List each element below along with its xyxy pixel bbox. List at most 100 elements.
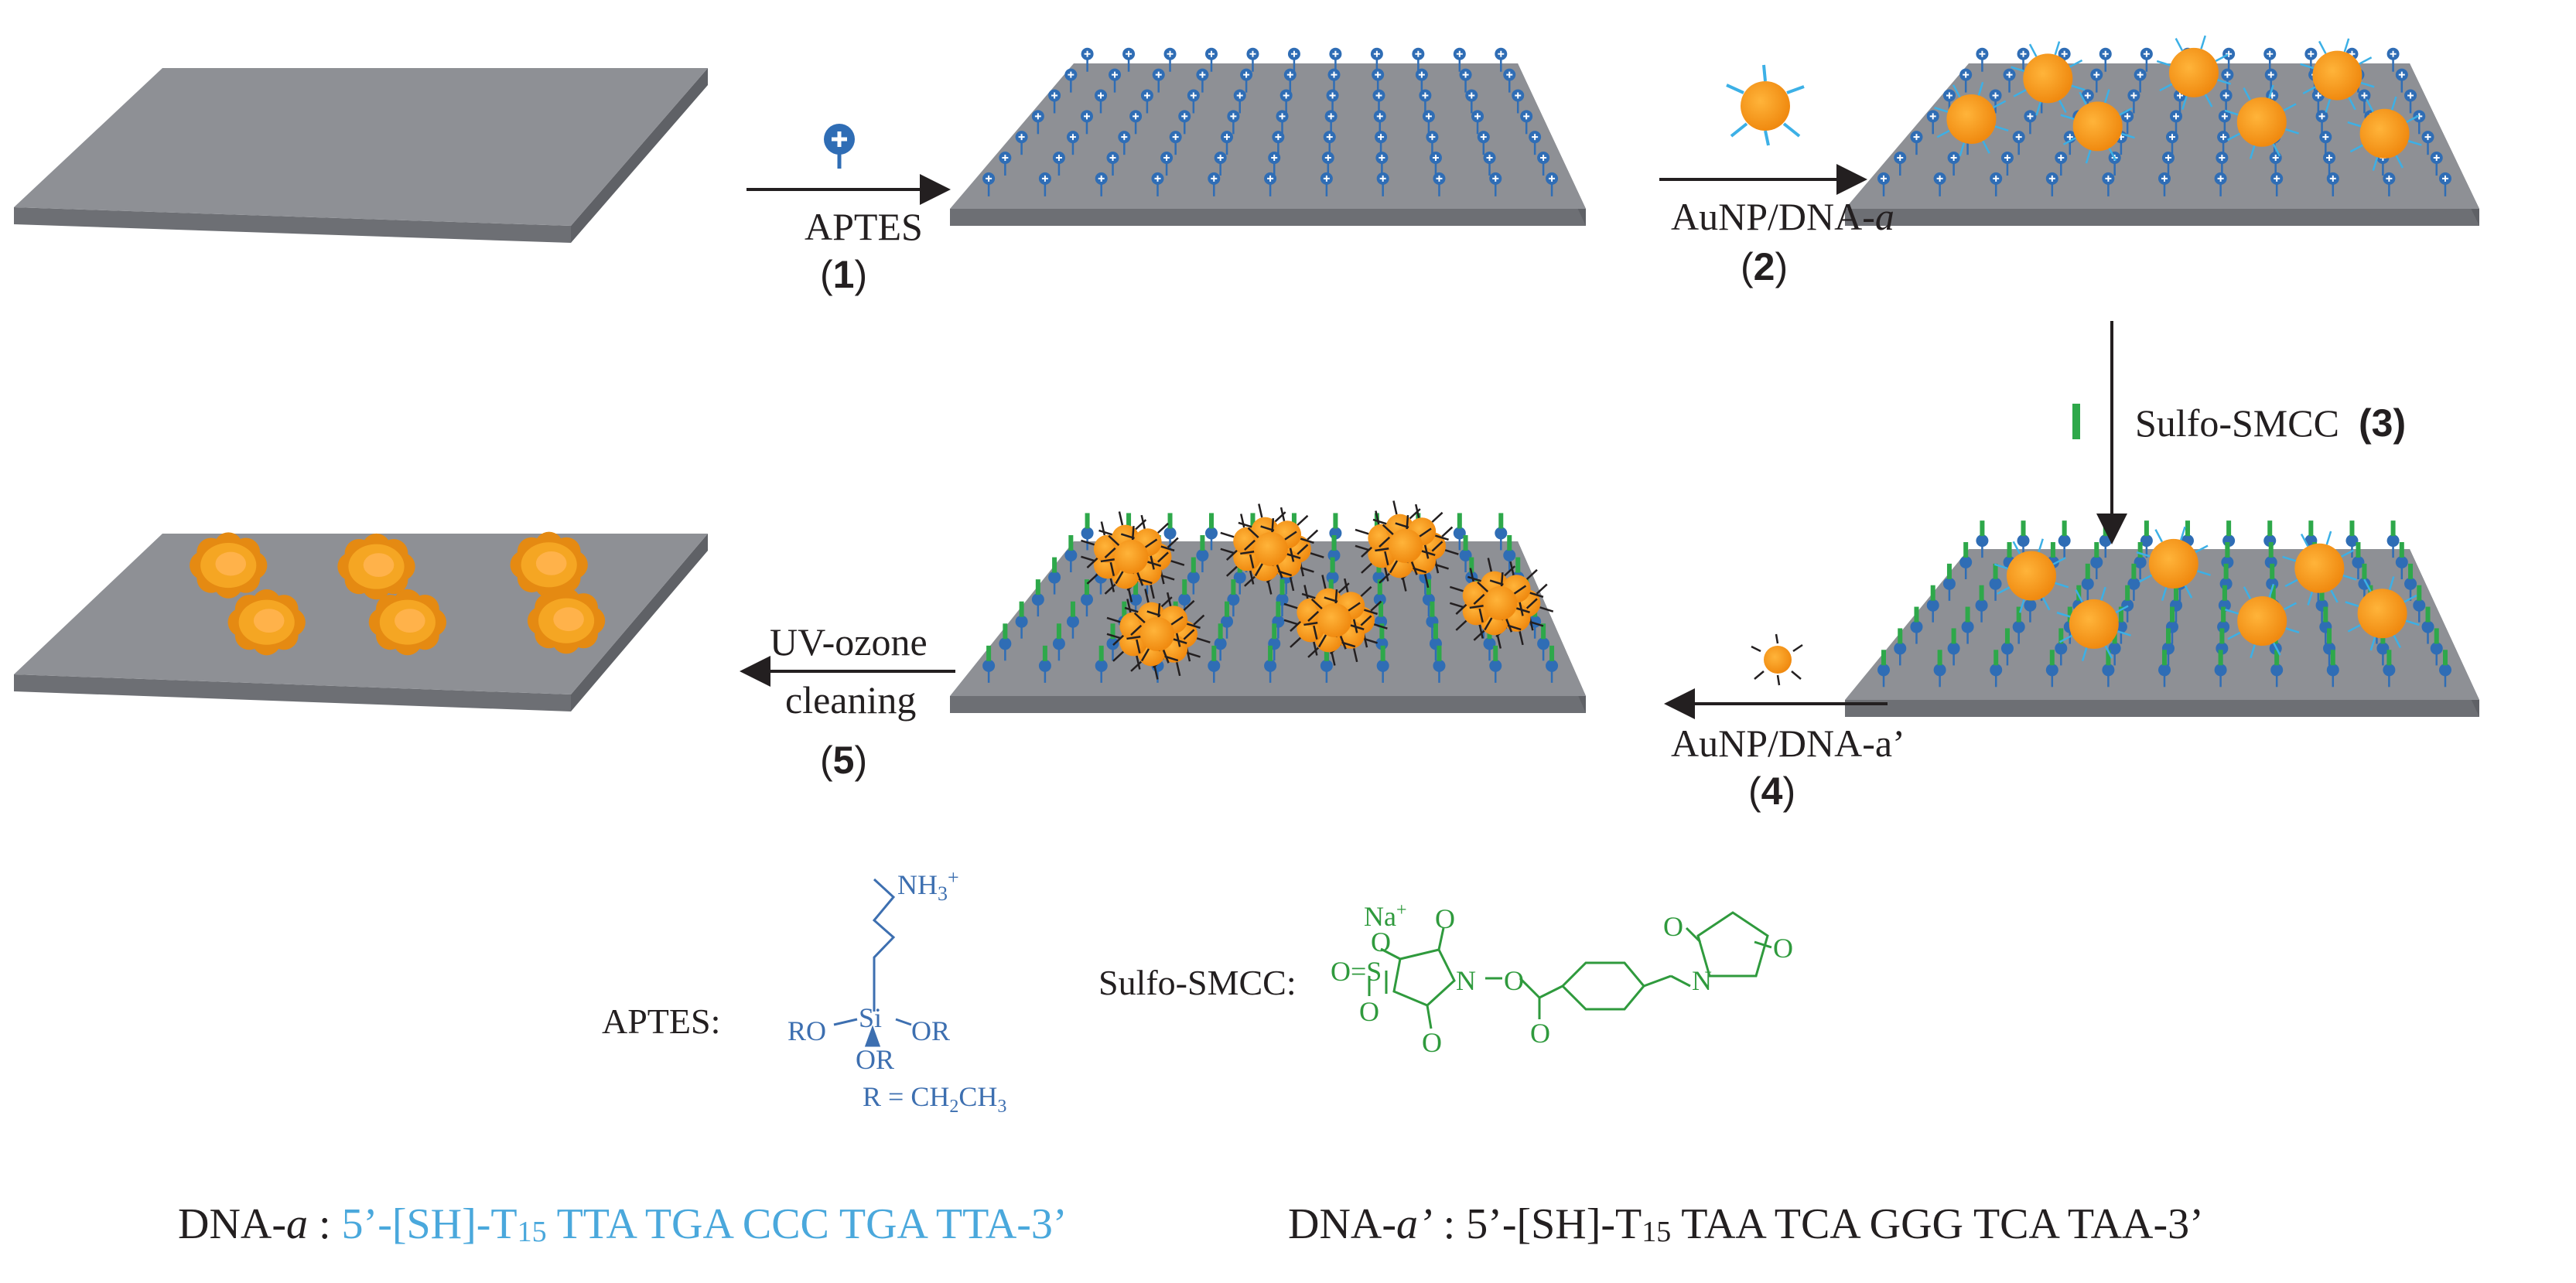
aptes-plus — [1112, 71, 1119, 78]
step-2-number: (2) — [1741, 245, 1789, 288]
dna-strand — [2180, 526, 2186, 541]
dna-strand — [1183, 629, 1195, 640]
dna-strand — [1108, 534, 1120, 546]
linker-head — [1106, 637, 1119, 650]
substrate-smcc-front — [1845, 700, 2479, 717]
aptes-plus — [2424, 134, 2431, 141]
dna-strand — [2120, 132, 2135, 139]
linker-head — [2024, 599, 2037, 612]
dna-strand — [1473, 630, 1485, 641]
linker-head — [1227, 593, 1240, 606]
linker-head — [2158, 664, 2171, 677]
dna-strand — [1187, 651, 1201, 658]
dna-strand — [1279, 507, 1286, 521]
smcc-tip — [2362, 563, 2367, 579]
aptes-plus — [1324, 155, 1331, 162]
dna-strand — [1469, 605, 1484, 609]
aptes-plus — [2407, 92, 2414, 99]
linker-head — [1163, 527, 1177, 540]
smcc-o-link: O — [1504, 965, 1524, 996]
aptes-plus — [1375, 92, 1382, 99]
dna-strand — [2341, 549, 2355, 558]
aptes-plus — [1154, 175, 1161, 182]
smcc-tip — [1937, 650, 1942, 666]
smcc-tip — [1085, 513, 1090, 529]
smcc-tip — [1330, 557, 1335, 573]
smcc-tip — [2223, 563, 2229, 579]
aptes-plus — [2169, 134, 2175, 141]
linker-head — [2421, 620, 2434, 633]
gold-nanoparticle — [2069, 599, 2119, 649]
aptes-plus — [2173, 113, 2179, 120]
linker-head — [2090, 556, 2103, 568]
smcc-tip — [2137, 542, 2143, 558]
aptes-plus — [1217, 155, 1224, 162]
smcc-o-bottom: O — [1359, 996, 1379, 1027]
dna-strand — [1410, 561, 1418, 575]
smcc-tip — [2094, 542, 2099, 558]
smcc-tip — [1457, 513, 1462, 529]
dna-strand — [1505, 619, 1513, 633]
aptes-plus — [2066, 134, 2073, 141]
linker-head — [1989, 577, 2002, 590]
aunp-cluster — [1106, 589, 1211, 680]
smcc-tip — [2323, 606, 2328, 623]
aptes-plus — [1199, 71, 1206, 78]
smcc-tip — [2268, 542, 2274, 558]
dna-strand — [2204, 94, 2213, 107]
dna-strand — [1109, 578, 1115, 592]
dna-strand — [1513, 585, 1527, 595]
aptes-plus — [1881, 175, 1888, 182]
smcc-tip — [1951, 628, 1956, 644]
dna-strand — [2226, 132, 2241, 142]
dna-strand — [1477, 581, 1489, 592]
dna-strand — [2052, 557, 2066, 565]
gold-nanoparticle — [2072, 101, 2123, 152]
dna-strand — [2395, 155, 2404, 169]
step-5-line-1: UV-ozone — [770, 620, 928, 664]
smcc-tip — [2118, 606, 2123, 623]
dna-strand — [2360, 81, 2375, 88]
smcc-tip — [1110, 623, 1115, 640]
aptes-plus — [986, 175, 992, 182]
dna-strand — [1249, 554, 1255, 568]
aptes-plus — [1379, 175, 1386, 182]
dna-strand — [1249, 570, 1255, 585]
dna-strand — [1525, 568, 1538, 580]
dna-strand — [1303, 622, 1318, 626]
dna-strand — [1977, 81, 1984, 96]
dna-strand — [2117, 630, 2131, 636]
dna-a-sequence: DNA-a : 5’-[SH]-T15 TTA TGA CCC TGA TTA-… — [178, 1200, 1068, 1248]
substrate-bare — [14, 68, 708, 243]
dna-strand — [1379, 536, 1391, 548]
dna-strand — [1313, 625, 1318, 640]
dna-strand — [2085, 149, 2092, 164]
aptes-plus — [2004, 155, 2011, 162]
dna-strand — [1284, 531, 1297, 541]
dna-strand — [2342, 575, 2357, 581]
dna-strand — [1086, 573, 1098, 585]
aunp-aggregates — [1081, 500, 1554, 680]
smcc-tip — [1133, 579, 1139, 595]
aunp-cluster — [1081, 511, 1185, 602]
substrate-final-front — [14, 674, 571, 711]
smcc-o-eq-s: O=S — [1331, 956, 1382, 987]
aptes-plus — [2433, 155, 2440, 162]
aptes-or-right: OR — [911, 1015, 951, 1046]
aunp-dna-a-icon — [1726, 64, 1805, 146]
dna-strand — [2225, 609, 2239, 615]
linker-head — [1178, 593, 1191, 606]
smcc-tip — [1122, 601, 1127, 617]
dna-strand — [2283, 602, 2298, 611]
aptes-plus — [2105, 175, 2112, 182]
smcc-o-ring-top: O — [1435, 903, 1455, 934]
dna-strand — [1959, 142, 1966, 157]
dna-strand — [2159, 83, 2173, 92]
aptes-plus — [2020, 50, 2027, 57]
aptes-legend-label: APTES: — [602, 1001, 721, 1041]
dna-strand — [1360, 585, 1372, 597]
smcc-tip — [2349, 520, 2355, 537]
dna-strand — [1361, 562, 1373, 574]
dna-strand — [1423, 574, 1430, 589]
smcc-tip — [1191, 557, 1196, 573]
